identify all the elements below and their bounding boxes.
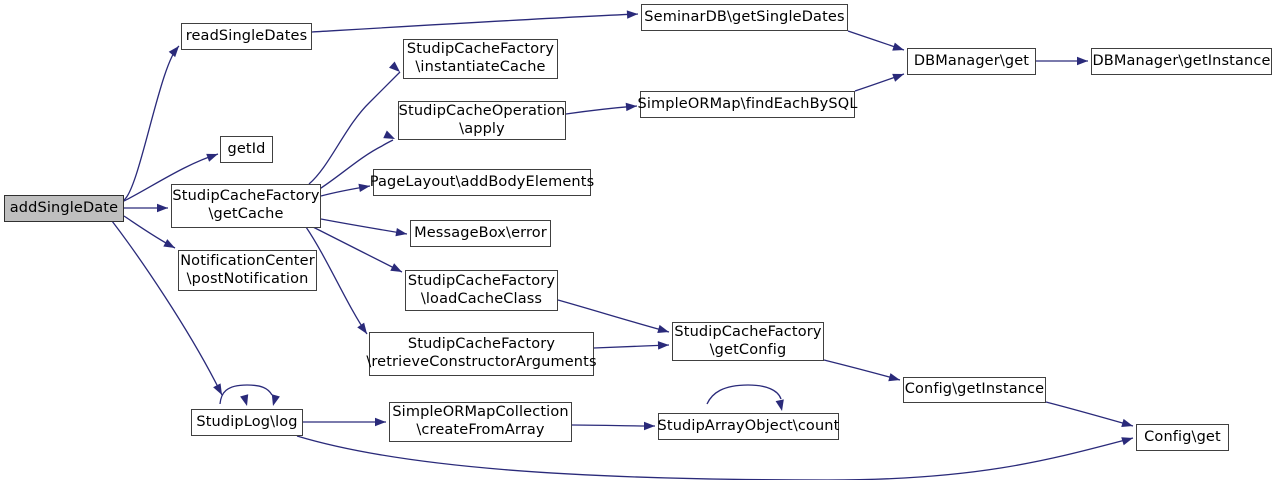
edge-addSingleDate-to-studipLog bbox=[111, 220, 223, 396]
node-label: NotificationCenter \postNotification bbox=[180, 252, 315, 287]
arrowhead bbox=[775, 399, 784, 411]
node-label: SimpleORMap\findEachBySQL bbox=[637, 95, 858, 112]
edge-getCache-to-loadCacheClass bbox=[312, 226, 403, 273]
node-label: SeminarDB\getSingleDates bbox=[644, 8, 845, 25]
node-label: DBManager\getInstance bbox=[1092, 52, 1271, 69]
arrowhead bbox=[157, 203, 168, 213]
edge-studipLog-to-configGet bbox=[296, 435, 1134, 480]
node-label: StudipCacheOperation \apply bbox=[398, 102, 566, 137]
node-getConfig[interactable]: StudipCacheFactory \getConfig bbox=[672, 322, 824, 361]
node-addBodyElements[interactable]: PageLayout\addBodyElements bbox=[370, 169, 594, 196]
node-label: StudipCacheFactory \getCache bbox=[172, 188, 320, 222]
arrowhead bbox=[383, 130, 395, 139]
arrowhead bbox=[375, 417, 386, 427]
node-addSingleDate[interactable]: addSingleDate bbox=[4, 195, 124, 222]
arrowhead bbox=[240, 394, 249, 406]
node-label: StudipCacheFactory \loadCacheClass bbox=[407, 272, 556, 307]
arrowhead bbox=[626, 10, 638, 19]
edge-getCache-to-addBodyElements bbox=[320, 185, 371, 197]
arrowhead bbox=[213, 383, 222, 395]
node-createFromArray[interactable]: SimpleORMapCollection \createFromArray bbox=[389, 402, 572, 442]
node-label: MessageBox\error bbox=[414, 224, 547, 241]
node-label: addSingleDate bbox=[9, 199, 119, 216]
arrowhead bbox=[888, 373, 900, 382]
node-label: SimpleORMapCollection \createFromArray bbox=[392, 404, 569, 438]
arrowhead bbox=[271, 394, 280, 406]
edge-getConfig-to-configGetInstance bbox=[823, 359, 901, 381]
node-arrayObjectCount[interactable]: StudipArrayObject\count bbox=[658, 413, 839, 440]
arrowhead bbox=[390, 263, 402, 272]
node-apply[interactable]: StudipCacheOperation \apply bbox=[398, 101, 566, 140]
node-configGetInstance[interactable]: Config\getInstance bbox=[903, 377, 1046, 403]
arrowhead bbox=[389, 61, 400, 72]
node-label: StudipCacheFactory \getConfig bbox=[674, 323, 822, 358]
node-getCache[interactable]: StudipCacheFactory \getCache bbox=[171, 184, 321, 228]
node-readSingleDates[interactable]: readSingleDates bbox=[181, 23, 312, 50]
node-loadCacheClass[interactable]: StudipCacheFactory \loadCacheClass bbox=[405, 270, 558, 311]
node-label: StudipArrayObject\count bbox=[657, 417, 840, 434]
edge-retrieveCtorArgs-to-getConfig bbox=[593, 344, 670, 349]
edge-apply-to-findEachBySQL bbox=[565, 105, 638, 115]
edge-loadCacheClass-to-getConfig bbox=[557, 299, 670, 333]
node-instantiateCache[interactable]: StudipCacheFactory \instantiateCache bbox=[403, 39, 558, 79]
edge-arrayObjectCount-to-arrayObjectCount bbox=[706, 384, 782, 405]
node-label: readSingleDates bbox=[185, 27, 308, 44]
node-studipLog[interactable]: StudipLog\log bbox=[191, 409, 303, 436]
arrowhead bbox=[163, 239, 175, 248]
edge-findEachBySQL-to-dbManagerGet bbox=[854, 73, 905, 92]
arrowhead bbox=[1121, 418, 1133, 428]
edge-getSingleDates-to-dbManagerGet bbox=[847, 30, 905, 51]
node-label: StudipCacheFactory \retrieveConstructorA… bbox=[366, 336, 597, 370]
edge-createFromArray-to-arrayObjectCount bbox=[571, 424, 656, 427]
node-label: Config\getInstance bbox=[904, 381, 1045, 398]
edge-readSingleDates-to-getSingleDates bbox=[311, 13, 639, 33]
edge-getCache-to-instantiateCache bbox=[308, 71, 401, 185]
edge-addSingleDate-to-readSingleDates bbox=[123, 45, 180, 201]
node-messageBoxError[interactable]: MessageBox\error bbox=[410, 220, 551, 247]
node-getId[interactable]: getId bbox=[220, 136, 273, 163]
node-postNotification[interactable]: NotificationCenter \postNotification bbox=[178, 250, 317, 291]
arrowhead bbox=[892, 73, 904, 82]
arrowhead bbox=[206, 153, 218, 162]
arrowhead bbox=[892, 42, 904, 51]
arrowhead bbox=[657, 324, 669, 334]
edge-getCache-to-messageBoxError bbox=[320, 218, 408, 235]
node-configGet[interactable]: Config\get bbox=[1136, 424, 1229, 451]
node-label: PageLayout\addBodyElements bbox=[369, 173, 595, 190]
node-retrieveCtorArgs[interactable]: StudipCacheFactory \retrieveConstructorA… bbox=[366, 332, 597, 376]
node-label: Config\get bbox=[1144, 428, 1221, 445]
node-dbManagerGetInstance[interactable]: DBManager\getInstance bbox=[1091, 48, 1272, 75]
edge-studipLog-to-studipLog bbox=[219, 384, 273, 405]
node-dbManagerGet[interactable]: DBManager\get bbox=[907, 48, 1036, 75]
node-findEachBySQL[interactable]: SimpleORMap\findEachBySQL bbox=[637, 91, 858, 118]
edge-configGetInstance-to-configGet bbox=[1045, 401, 1134, 427]
arrowhead bbox=[1121, 437, 1133, 446]
arrowhead bbox=[644, 421, 655, 431]
node-getSingleDates[interactable]: SeminarDB\getSingleDates bbox=[641, 4, 848, 31]
node-label: StudipLog\log bbox=[196, 413, 298, 430]
arrowhead bbox=[625, 102, 637, 112]
node-label: DBManager\get bbox=[913, 52, 1030, 69]
arrowhead bbox=[657, 341, 669, 350]
node-label: getId bbox=[227, 140, 266, 157]
arrowhead bbox=[1077, 56, 1088, 66]
arrowhead bbox=[395, 227, 407, 237]
edge-addSingleDate-to-postNotification bbox=[123, 215, 176, 249]
node-label: StudipCacheFactory \instantiateCache bbox=[406, 41, 555, 75]
